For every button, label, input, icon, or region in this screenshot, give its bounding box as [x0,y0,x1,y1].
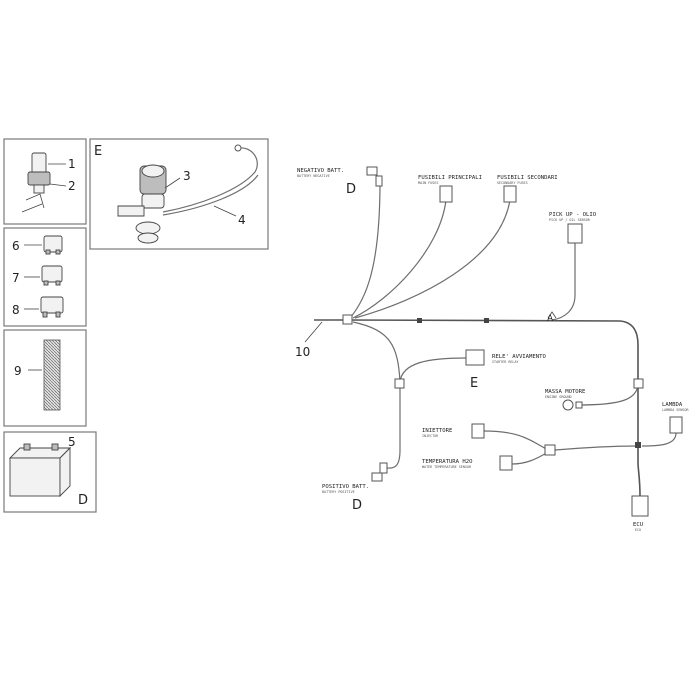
connector-fusibili-secondari: FUSIBILI SECONDARI SECONDARY FUSES [497,175,558,203]
label-fusibili-principali: FUSIBILI PRINCIPALI [418,175,482,181]
label-temperatura-h2o: TEMPERATURA H2O [422,459,473,465]
harness-trunk [314,319,639,445]
panel-fuses: 6 7 8 [3,227,87,327]
callout-6: 6 [12,239,20,253]
connector-positivo-batt: POSITIVO BATT. BATTERY POSITIVE D [322,462,388,513]
panel-letter-d: D [78,493,88,508]
connector-lambda: LAMBDA LAMBDA SENSOR [662,402,689,434]
sub-temperatura-h2o: WATER TEMPERATURE SENSOR [422,465,472,469]
sub-rele-avviamento: STARTER RELAY [492,360,519,364]
battery-part [8,443,72,498]
callout-5: 5 [68,435,76,449]
callout-2: 2 [68,179,76,193]
connector-ecu: ECU ECU [631,495,649,532]
label-ecu: ECU [633,522,643,528]
sub-massa-motore: ENGINE GROUND [545,395,572,399]
fuse-part-7 [41,265,63,286]
sub-ecu: ECU [635,528,641,532]
callout-7: 7 [12,271,20,285]
label-positivo-batt: POSITIVO BATT. [322,484,369,490]
connector-massa-motore: MASSA MOTORE ENGINE GROUND [545,389,586,411]
fuse-part-6 [43,235,63,255]
connector-negativo-batt: NEGATIVO BATT. BATTERY NEGATIVE D [297,166,383,197]
ignition-cable [162,147,258,213]
label-fusibili-secondari: FUSIBILI SECONDARI [497,175,558,181]
label-massa-motore: MASSA MOTORE [545,389,586,395]
harness-letter-a: A [547,314,554,324]
panel-letter-e: E [94,144,102,159]
sleeve-part [43,339,61,411]
sub-positivo-batt: BATTERY POSITIVE [322,490,355,494]
callout-8: 8 [12,303,20,317]
panel-relay: 1 2 [3,138,87,225]
fuse-part-8 [40,296,64,318]
ignition-switch-part [117,164,167,244]
connector-pickup-olio: PICK UP - OLIO PICK UP / OIL SENSOR [549,212,597,244]
callout-1: 1 [68,157,76,171]
callout-4: 4 [238,213,246,227]
label-negativo-batt: NEGATIVO BATT. [297,168,344,174]
sub-fusibili-principali: MAIN FUSES [418,181,438,185]
harness-letter-d-top: D [346,182,356,197]
panel-battery: 5 D [3,431,97,513]
panel-ignition: E 3 4 [89,138,269,250]
sub-negativo-batt: BATTERY NEGATIVE [297,174,330,178]
panel-sleeve: 9 [3,329,87,427]
harness: 10 A NEGATIVO BATT. BATTERY NEGATIVE D F… [295,166,689,532]
callout-10: 10 [295,345,310,359]
connector-rele-avviamento: RELE' AVVIAMENTO STARTER RELAY E [465,349,547,391]
harness-letter-e: E [470,376,478,391]
sub-lambda: LAMBDA SENSOR [662,408,689,412]
label-pickup-olio: PICK UP - OLIO [549,212,597,218]
connector-temperatura-h2o: TEMPERATURA H2O WATER TEMPERATURE SENSOR [422,455,513,471]
sub-iniettore: INJECTOR [422,434,439,438]
harness-letter-d-bottom: D [352,498,362,513]
label-iniettore: INIETTORE [422,428,453,434]
relay-part [21,152,51,213]
sub-fusibili-secondari: SECONDARY FUSES [497,181,528,185]
label-lambda: LAMBDA [662,402,683,408]
callout-3: 3 [183,169,191,183]
callout-9: 9 [14,364,22,378]
label-rele-avviamento: RELE' AVVIAMENTO [492,354,547,360]
connector-fusibili-principali: FUSIBILI PRINCIPALI MAIN FUSES [418,175,482,203]
sub-pickup-olio: PICK UP / OIL SENSOR [549,218,591,222]
connector-iniettore: INIETTORE INJECTOR [422,423,485,439]
